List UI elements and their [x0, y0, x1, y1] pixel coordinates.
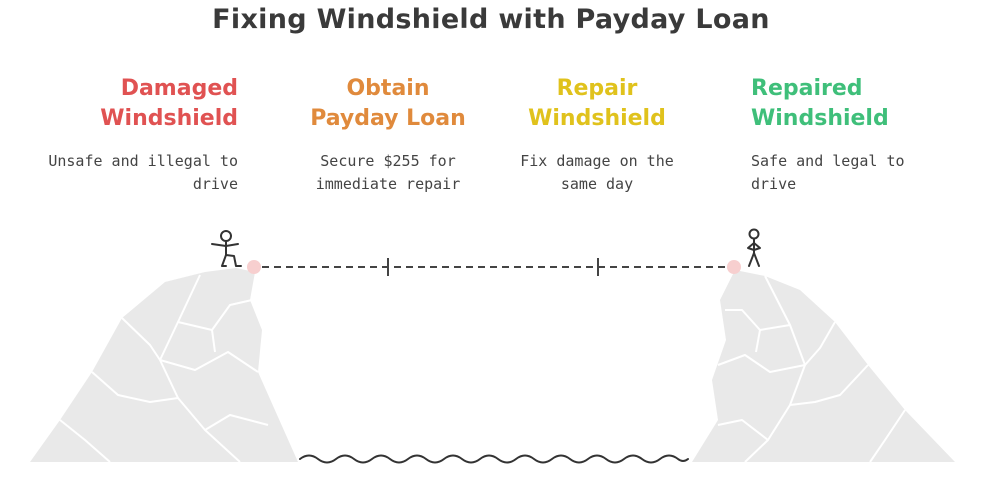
- step-obtain-payday-loan: Obtain Payday Loan Secure $255 for immed…: [298, 74, 478, 196]
- step-description: Safe and legal to drive: [751, 150, 961, 196]
- step-description-line: drive: [192, 175, 238, 193]
- step-title: Repaired Windshield: [751, 74, 961, 134]
- right-cliff: [692, 270, 955, 463]
- step-title-line: Obtain: [346, 76, 430, 101]
- end-point: [727, 260, 741, 274]
- step-description-line: drive: [751, 175, 797, 193]
- progress-path: [247, 258, 741, 276]
- step-title: Obtain Payday Loan: [298, 74, 478, 134]
- start-point: [247, 260, 261, 274]
- step-repaired-windshield: Repaired Windshield Safe and legal to dr…: [751, 74, 961, 196]
- step-repair-windshield: Repair Windshield Fix damage on the same…: [506, 74, 688, 196]
- step-title-line: Repair: [556, 76, 638, 101]
- diagram-title: Fixing Windshield with Payday Loan: [212, 4, 770, 35]
- left-cliff: [30, 268, 298, 463]
- person-stepping-icon: [211, 230, 242, 267]
- step-description-line: Fix damage on the: [520, 152, 674, 170]
- step-description: Secure $255 for immediate repair: [298, 150, 478, 196]
- step-title-line: Payday Loan: [310, 106, 466, 131]
- step-title-line: Windshield: [751, 106, 889, 131]
- step-description-line: immediate repair: [315, 175, 461, 193]
- step-title-line: Repaired: [751, 76, 863, 101]
- step-title-line: Windshield: [528, 106, 666, 131]
- person-standing-icon: [747, 228, 761, 267]
- step-description: Unsafe and illegal to drive: [20, 150, 238, 196]
- step-title: Damaged Windshield: [20, 74, 238, 134]
- step-description: Fix damage on the same day: [506, 150, 688, 196]
- step-title-line: Damaged: [120, 76, 238, 101]
- step-title: Repair Windshield: [506, 74, 688, 134]
- step-damaged-windshield: Damaged Windshield Unsafe and illegal to…: [20, 74, 238, 196]
- step-description-line: Unsafe and illegal to: [48, 152, 238, 170]
- step-description-line: same day: [560, 175, 634, 193]
- water-waves: [299, 454, 689, 464]
- step-title-line: Windshield: [100, 106, 238, 131]
- step-description-line: Secure $255 for: [320, 152, 456, 170]
- step-description-line: Safe and legal to: [751, 152, 905, 170]
